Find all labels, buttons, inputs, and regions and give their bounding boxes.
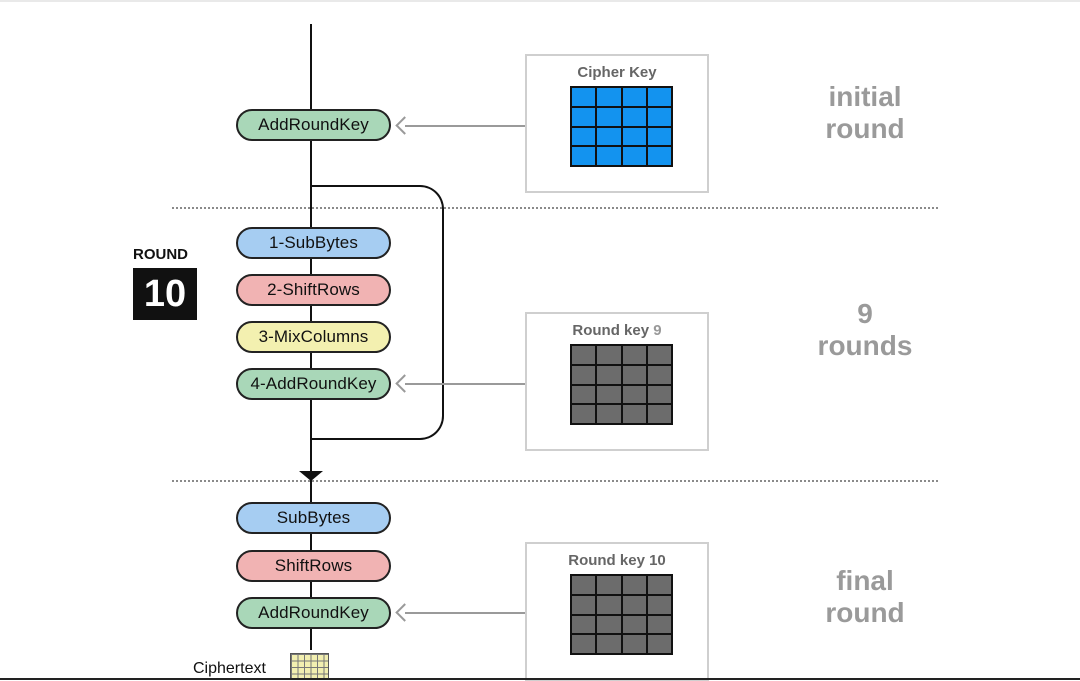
step-label: AddRoundKey xyxy=(258,115,369,134)
main-rounds-label: 9 rounds xyxy=(817,298,913,361)
addroundkey-step: 4-AddRoundKey xyxy=(236,368,391,400)
cipher-key-box: Cipher Key xyxy=(525,54,709,193)
final-subbytes-step: SubBytes xyxy=(236,502,391,534)
round-caption: ROUND xyxy=(133,246,188,263)
step-label: SubBytes xyxy=(276,508,351,527)
divider-initial-main xyxy=(172,207,938,209)
step-label: AddRoundKey xyxy=(258,603,369,622)
final-round-key-box: Round key 10 xyxy=(525,542,709,681)
mixcolumns-step: 3-MixColumns xyxy=(236,321,391,353)
loop-exit-arrowhead xyxy=(299,471,323,481)
round-key-box: Round key 9 xyxy=(525,312,709,451)
top-border xyxy=(0,0,1080,2)
arrowhead-icon xyxy=(395,116,414,135)
round-number-badge: 10 xyxy=(133,268,197,320)
divider-main-final xyxy=(172,480,938,482)
round-key-title: Round key 9 xyxy=(572,322,662,339)
step-label: ShiftRows xyxy=(274,556,353,575)
final-round-key-title: Round key 10 xyxy=(568,552,666,569)
final-round-label: final round xyxy=(825,565,905,628)
initial-addroundkey-step: AddRoundKey xyxy=(236,109,391,141)
final-addroundkey-step: AddRoundKey xyxy=(236,597,391,629)
final-round-key-grid-icon xyxy=(570,574,673,655)
step-label: 4-AddRoundKey xyxy=(250,374,377,393)
cipher-key-grid-icon xyxy=(570,86,673,167)
round-key-grid-icon xyxy=(570,344,673,425)
ciphertext-grid-icon xyxy=(290,653,329,680)
final-shiftrows-step: ShiftRows xyxy=(236,550,391,582)
initial-key-arrow xyxy=(405,125,525,127)
subbytes-step: 1-SubBytes xyxy=(236,227,391,259)
step-label: 2-ShiftRows xyxy=(267,280,360,299)
final-key-arrow xyxy=(405,612,525,614)
step-label: 1-SubBytes xyxy=(269,233,358,252)
round-loop-arrow xyxy=(310,185,444,440)
step-label: 3-MixColumns xyxy=(258,327,369,346)
shiftrows-step: 2-ShiftRows xyxy=(236,274,391,306)
initial-round-label: initial round xyxy=(825,81,905,144)
ciphertext-label: Ciphertext xyxy=(193,660,266,677)
cipher-key-title: Cipher Key xyxy=(577,64,657,81)
arrowhead-icon xyxy=(395,603,414,622)
bottom-border xyxy=(0,678,1080,680)
round-key-arrow xyxy=(405,383,525,385)
